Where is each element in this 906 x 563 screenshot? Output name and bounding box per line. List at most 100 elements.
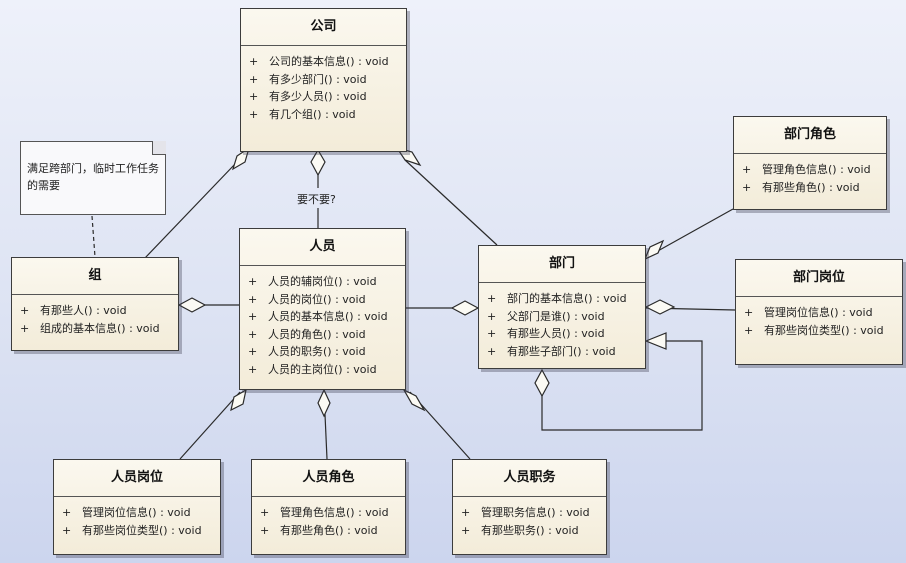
visibility-symbol: +	[260, 506, 270, 519]
class-operation: +父部门是谁() : void	[485, 308, 639, 326]
visibility-symbol: +	[248, 362, 258, 376]
note-fold-corner	[152, 141, 166, 155]
class-company[interactable]: 公司 +公司的基本信息() : void+ 有多少部门() : void +有多少人员…	[240, 8, 407, 152]
class-operation: +有那些岗位类型() : void	[742, 322, 896, 340]
class-operation: + 人员的主岗位() : void	[246, 361, 399, 379]
link-company-department	[404, 159, 498, 246]
class-operations: + 有那些人() : void + 组成的基本信息() : void	[12, 295, 178, 341]
operation-signature: 管理角色信息() : void	[762, 163, 871, 176]
class-operation: + 人员的基本信息() : void	[246, 308, 399, 326]
operation-signature: 管理岗位信息() : void	[764, 306, 873, 319]
note-link	[91, 215, 96, 258]
link-department-deptrole	[655, 208, 734, 253]
class-operation: +管理岗位信息() : void	[60, 504, 214, 522]
class-operation: + 组成的基本信息() : void	[18, 320, 172, 338]
operation-signature: 公司的基本信息() : void	[269, 55, 389, 68]
class-person-duty[interactable]: 人员职务+管理职务信息() : void+有那些职务() : void	[452, 459, 607, 555]
operation-signature: 人员的职务() : void	[268, 345, 366, 359]
operation-signature: 有几个组() : void	[269, 107, 356, 121]
class-operation: + 管理职务信息() : void	[459, 504, 600, 522]
class-person-role[interactable]: 人员角色 + 管理角色信息() : void + 有那些角色() : void	[251, 459, 406, 555]
class-title: 部门	[479, 246, 645, 283]
class-group[interactable]: 组 + 有那些人() : void + 组成的基本信息() : void	[11, 257, 179, 351]
operation-signature: 人员的辅岗位() : void	[268, 275, 377, 288]
visibility-symbol: +	[20, 304, 30, 317]
class-person[interactable]: 人员+人员的辅岗位() : void+人员的岗位() : void+人员的基本信…	[239, 228, 406, 390]
class-title: 人员岗位	[54, 460, 220, 497]
visibility-symbol: +	[461, 523, 471, 537]
aggregation-diamond-department-self	[534, 368, 550, 398]
visibility-symbol: +	[461, 506, 471, 519]
class-operation: +有多少人员() : void	[247, 88, 400, 106]
class-operation: + 有多少部门() : void	[247, 71, 400, 89]
class-title: 公司	[241, 9, 406, 46]
class-operations: + 管理角色信息() : void + 有那些角色() : void	[252, 497, 405, 543]
link-person-personpost	[179, 391, 241, 460]
operation-signature: 有那些岗位类型() : void	[82, 523, 202, 537]
visibility-symbol: +	[248, 310, 258, 324]
operation-signature: 有多少人员() : void	[269, 90, 367, 104]
note	[20, 141, 166, 215]
class-title: 人员	[240, 229, 405, 266]
class-operation: + 有那些人员() : void	[485, 325, 639, 343]
link-company-group	[144, 162, 237, 259]
class-title: 人员角色	[252, 460, 405, 497]
class-operations: +人员的辅岗位() : void+人员的岗位() : void+人员的基本信息(…	[240, 266, 405, 383]
company-person-label: 要不要?	[297, 193, 336, 206]
operation-signature: 组成的基本信息() : void	[40, 321, 160, 335]
operation-signature: 管理职务信息() : void	[481, 506, 590, 519]
class-operation: +人员的角色() : void	[246, 326, 399, 344]
operation-signature: 有那些职务() : void	[481, 523, 579, 537]
aggregation-diamond-company-person	[310, 148, 326, 177]
operation-signature: 人员的角色() : void	[268, 327, 366, 341]
operation-signature: 有那些子部门() : void	[507, 344, 616, 358]
class-title: 组	[12, 258, 178, 295]
note-text: 满足跨部门，临时工作任务的需要	[27, 162, 159, 192]
class-operation: +人员的辅岗位() : void	[246, 273, 399, 291]
operation-signature: 父部门是谁() : void	[507, 309, 605, 323]
class-operation: + 人员的岗位() : void	[246, 291, 399, 309]
visibility-symbol: +	[248, 292, 258, 306]
operation-signature: 人员的岗位() : void	[268, 292, 366, 306]
aggregation-diamond-person-department	[450, 300, 480, 316]
visibility-symbol: +	[248, 345, 258, 359]
aggregation-diamond-deptpost-department	[644, 299, 676, 315]
class-operation: +部门的基本信息() : void	[485, 290, 639, 308]
class-operation: +公司的基本信息() : void	[247, 53, 400, 71]
visibility-symbol: +	[487, 327, 497, 341]
operation-signature: 管理角色信息() : void	[280, 506, 389, 519]
visibility-symbol: +	[249, 72, 259, 86]
aggregation-diamond-person-personduty	[402, 388, 426, 412]
aggregation-diamond-company-group	[231, 146, 251, 171]
class-person-post[interactable]: 人员岗位+管理岗位信息() : void+有那些岗位类型() : void	[53, 459, 221, 555]
operation-signature: 人员的基本信息() : void	[268, 310, 388, 324]
generalization-arrow-department	[644, 332, 667, 350]
operation-signature: 人员的主岗位() : void	[268, 362, 377, 376]
class-operation: +管理岗位信息() : void	[742, 304, 896, 322]
visibility-symbol: +	[742, 180, 752, 194]
aggregation-diamond-company-department	[395, 147, 422, 167]
class-operations: +管理角色信息() : void+有那些角色() : void	[734, 154, 886, 200]
class-operation: +有几个组() : void	[247, 106, 400, 124]
class-operation: +有那些子部门() : void	[485, 343, 639, 361]
class-title: 部门岗位	[736, 260, 902, 297]
class-operation: + 人员的职务() : void	[246, 343, 399, 361]
visibility-symbol: +	[742, 163, 752, 176]
class-operation: + 有那些人() : void	[18, 302, 172, 320]
operation-signature: 有那些岗位类型() : void	[764, 323, 884, 337]
class-dept-role[interactable]: 部门角色+管理角色信息() : void+有那些角色() : void	[733, 116, 887, 210]
aggregation-diamond-person-personrole	[317, 388, 331, 418]
class-department[interactable]: 部门 +部门的基本信息() : void+父部门是谁() : void+ 有那些人员…	[478, 245, 646, 369]
class-operations: + 管理职务信息() : void + 有那些职务() : void	[453, 497, 606, 543]
operation-signature: 有多少部门() : void	[269, 72, 367, 86]
operation-signature: 有那些人() : void	[40, 304, 127, 317]
visibility-symbol: +	[260, 523, 270, 537]
link-department-self	[541, 340, 703, 431]
operation-signature: 有那些人员() : void	[507, 327, 605, 341]
operation-signature: 有那些角色() : void	[280, 523, 378, 537]
class-operation: + 管理角色信息() : void	[258, 504, 399, 522]
visibility-symbol: +	[20, 321, 30, 335]
class-dept-post[interactable]: 部门岗位 +管理岗位信息() : void+有那些岗位类型() : void	[735, 259, 903, 365]
class-title: 部门角色	[734, 117, 886, 154]
